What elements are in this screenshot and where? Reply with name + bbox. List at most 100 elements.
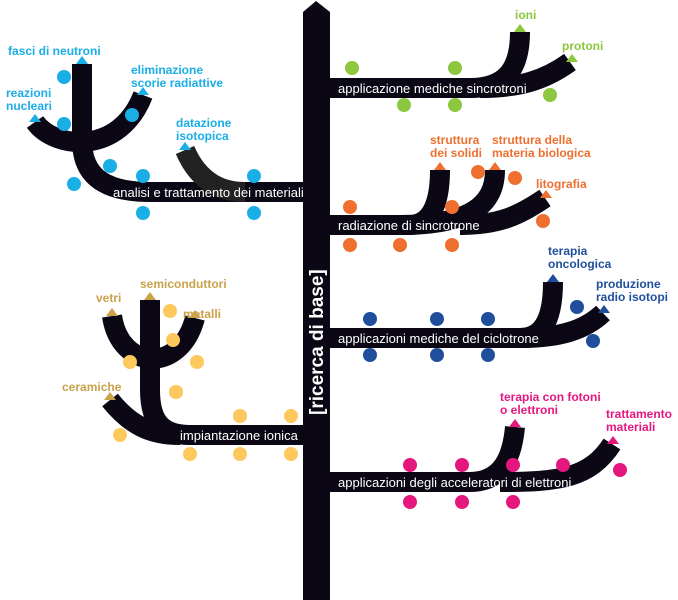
magenta-dot (403, 495, 417, 509)
yellow-dot (183, 447, 197, 461)
branch-tip-arrow-icon (29, 114, 41, 122)
leaf-label: scorie radiattive (131, 76, 223, 90)
magenta-dot (455, 458, 469, 472)
decorative-dots (57, 61, 627, 509)
yellow-dot (190, 355, 204, 369)
magenta-dot (455, 495, 469, 509)
magenta-dot (506, 495, 520, 509)
cyan-dot (67, 177, 81, 191)
orange-dot (343, 238, 357, 252)
branch-tip-arrow-icon (540, 190, 552, 198)
green-dot (448, 98, 462, 112)
green-dot (397, 98, 411, 112)
branch-tip-arrow-icon (76, 56, 88, 64)
orange-dot (343, 200, 357, 214)
cyan-dot (57, 117, 71, 131)
yellow-dot (233, 447, 247, 461)
green-dot (345, 61, 359, 75)
leaf-label: dei solidi (430, 146, 482, 160)
leaf-label: terapia (548, 244, 588, 258)
yellow-dot (163, 304, 177, 318)
blue-dot (481, 312, 495, 326)
cyan-dot (125, 108, 139, 122)
yellow-dot (284, 447, 298, 461)
leaf-label: ceramiche (62, 380, 122, 394)
blue-dot (570, 300, 584, 314)
cyan-dot (247, 206, 261, 220)
cyan-dot (103, 159, 117, 173)
branch-label-ionica: impiantazione ionica (180, 428, 299, 443)
yellow-dot (169, 385, 183, 399)
blue-dot (586, 334, 600, 348)
branch-tip-arrow-icon (566, 54, 578, 62)
leaf-label: eliminazione (131, 63, 203, 77)
leaf-label: terapia con fotoni (500, 390, 601, 404)
branch-tip-arrow-icon (179, 142, 191, 150)
branch-tip-arrow-icon (489, 162, 501, 170)
branch-tip-arrow-icon (547, 274, 559, 282)
leaf-label: produzione (596, 277, 661, 291)
blue-dot (481, 348, 495, 362)
green-dot (543, 88, 557, 102)
leaf-label: struttura della (492, 133, 572, 147)
branch-label-radiazione: radiazione di sincrotrone (338, 218, 480, 233)
yellow-dot (123, 355, 137, 369)
magenta-dot (613, 463, 627, 477)
branch-tip-arrow-icon (509, 419, 521, 427)
cyan-dot (247, 169, 261, 183)
yellow-dot (166, 333, 180, 347)
branch-tip-arrow-icon (514, 24, 526, 32)
orange-dot (393, 238, 407, 252)
branch-tip-arrow-icon (607, 436, 619, 444)
orange-dot (471, 165, 485, 179)
branch-label-ciclotrone: applicazioni mediche del ciclotrone (338, 331, 539, 346)
branch-tip-arrow-icon (189, 310, 201, 318)
trunk-label: [ricerca di base] (307, 269, 328, 415)
cyan-dot (136, 169, 150, 183)
leaf-label: protoni (562, 39, 603, 53)
blue-leaf-labels: terapia oncologica produzione radio isot… (548, 244, 668, 304)
trunk-arrow-icon (303, 1, 330, 12)
branch-label-analisi: analisi e trattamento dei materiali (113, 185, 304, 200)
blue-dot (363, 348, 377, 362)
blue-dot (430, 348, 444, 362)
branch-tip-arrow-icon (434, 162, 446, 170)
leaf-label: nucleari (6, 99, 52, 113)
orange-dot (445, 200, 459, 214)
leaf-label: isotopica (176, 129, 229, 143)
green-leaf-labels: ioni protoni (515, 8, 603, 53)
orange-dot (536, 214, 550, 228)
yellow-dot (233, 409, 247, 423)
branch-tip-arrow-icon (598, 305, 610, 313)
branch-label-sincrotroni: applicazione mediche sincrotroni (338, 81, 527, 96)
magenta-leaf-labels: terapia con fotoni o elettroni trattamen… (500, 390, 672, 434)
gold-leaf-labels: semiconduttori vetri metalli ceramiche (62, 277, 227, 394)
leaf-label: materiali (606, 420, 655, 434)
branch-tip-arrow-icon (106, 308, 118, 316)
leaf-label: materia biologica (492, 146, 591, 160)
branch-label-elettroni: applicazioni degli acceleratori di elett… (338, 475, 572, 490)
leaf-label: reazioni (6, 86, 51, 100)
leaf-label: o elettroni (500, 403, 558, 417)
magenta-dot (556, 458, 570, 472)
green-dot (448, 61, 462, 75)
branch-tip-arrow-icon (137, 87, 149, 95)
branch-tips (29, 24, 619, 444)
cyan-leaf-labels: fasci di neutroni eliminazione scorie ra… (6, 44, 232, 143)
leaf-label: ioni (515, 8, 536, 22)
leaf-label: metalli (183, 307, 221, 321)
branch-tip-arrow-icon (144, 292, 156, 300)
cyan-dot (57, 70, 71, 84)
leaf-label: oncologica (548, 257, 612, 271)
magenta-dot (506, 458, 520, 472)
orange-dot (445, 238, 459, 252)
leaf-label: semiconduttori (140, 277, 227, 291)
blue-dot (363, 312, 377, 326)
yellow-dot (284, 409, 298, 423)
cyan-dot (136, 206, 150, 220)
magenta-dot (403, 458, 417, 472)
yellow-dot (113, 428, 127, 442)
leaf-label: radio isotopi (596, 290, 668, 304)
